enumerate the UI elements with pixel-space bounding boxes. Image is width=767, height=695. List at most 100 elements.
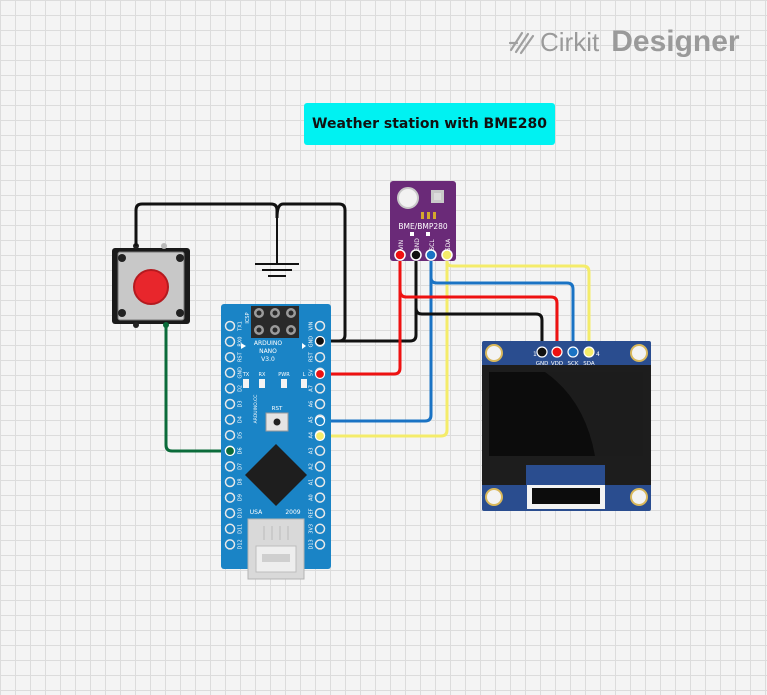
- nano-pin-rx0[interactable]: [224, 336, 236, 347]
- wire-sensor-oled-gnd[interactable]: [414, 307, 544, 352]
- diagram-title: Weather station with BME280: [304, 103, 555, 145]
- nano-pin-vin[interactable]: [314, 320, 326, 332]
- nano-pin-5v-contact[interactable]: [314, 368, 326, 380]
- nano-pin-label-d10: D10: [238, 508, 244, 518]
- oled-pin-last: 4: [596, 351, 600, 358]
- nano-pin-label-rx0: RX0: [238, 337, 244, 347]
- sensor-name: BME/BMP280: [398, 222, 448, 231]
- nano-pin-label-rst: RST: [238, 351, 244, 362]
- nano-led-pwr: PWR: [278, 372, 290, 378]
- nano-pin-rst[interactable]: [314, 351, 326, 363]
- nano-pin-label-tx1: TX1: [238, 321, 244, 332]
- nano-pin-label-d9: D9: [238, 494, 244, 501]
- nano-pin-label-d5: D5: [238, 432, 244, 439]
- wire-nano-a4-sensor[interactable]: [320, 255, 449, 438]
- wire-sensor-oled-vdd[interactable]: [398, 289, 559, 352]
- nano-pin-d7[interactable]: [224, 461, 236, 472]
- nano-name-line1: ARDUINO: [254, 340, 283, 347]
- nano-pin-d9[interactable]: [224, 492, 236, 503]
- brand-bold: Designer: [611, 25, 740, 58]
- nano-pin-a4-contact[interactable]: [314, 430, 326, 442]
- nano-pin-d8[interactable]: [224, 476, 236, 488]
- wire-nano-gnd-sensor[interactable]: [320, 255, 418, 343]
- push-button[interactable]: [112, 243, 190, 328]
- nano-pin-label-a3: A3: [309, 447, 315, 454]
- nano-pin-ref[interactable]: [314, 507, 326, 519]
- nano-pin-label-a4: A4: [309, 432, 315, 439]
- oled-pin-gnd[interactable]: [536, 346, 548, 358]
- wire-nano-a5-sensor[interactable]: [320, 255, 433, 423]
- sensor-pin-scl-label: SCL: [429, 239, 436, 251]
- nano-pin-a2[interactable]: [314, 461, 326, 472]
- nano-pin-label-a7: A7: [309, 385, 315, 392]
- nano-pin-label-a6: A6: [309, 401, 315, 408]
- oled-pin-sck[interactable]: [567, 346, 579, 358]
- nano-pin-a5-contact[interactable]: [314, 415, 326, 427]
- oled-pin-sda[interactable]: [583, 346, 595, 358]
- nano-pin-a7[interactable]: [314, 383, 326, 394]
- nano-pin-d13[interactable]: [314, 539, 326, 550]
- nano-pin-d6-contact[interactable]: [224, 445, 236, 457]
- nano-pin-gnd-contact[interactable]: [314, 335, 326, 347]
- nano-pin-label-d7: D7: [238, 463, 244, 470]
- nano-pin-tx1[interactable]: [224, 320, 236, 332]
- nano-origin: USA: [250, 509, 263, 516]
- nano-name-line2: NANO: [259, 348, 277, 355]
- cirkit-logo-icon: [508, 31, 535, 55]
- nano-pin-d11[interactable]: [224, 523, 236, 535]
- nano-pin-label-d6: D6: [238, 447, 244, 454]
- nano-pin-d4[interactable]: [224, 414, 236, 425]
- nano-pin-label-gnd: GND: [238, 367, 244, 379]
- nano-pin-label-d8: D8: [238, 478, 244, 485]
- wire-sensor-oled-sck[interactable]: [429, 277, 575, 352]
- nano-led-rx: RX: [259, 372, 266, 378]
- wire-button-d6[interactable]: [164, 325, 230, 453]
- cirkit-designer-logo: Cirkit Designer: [508, 24, 740, 60]
- nano-pin-label-d2: D2: [238, 385, 244, 392]
- nano-pin-label-d11: D11: [238, 524, 244, 534]
- nano-pin-label-3v3: 3V3: [309, 524, 315, 534]
- nano-pin-d12[interactable]: [224, 539, 236, 550]
- nano-side-text: ARDUINO.CC: [253, 395, 259, 424]
- nano-pin-a1[interactable]: [314, 476, 326, 488]
- nano-pin-3v3[interactable]: [314, 523, 326, 535]
- nano-pin-label-a1: A1: [309, 479, 315, 486]
- nano-led-l: L: [303, 372, 306, 378]
- diagram-title-text: Weather station with BME280: [312, 116, 547, 132]
- sensor-pin-scl[interactable]: [425, 249, 437, 261]
- nano-reset-label: RST: [272, 406, 283, 412]
- arduino-nano[interactable]: ICSP ARDUINO NANO V3.0 TX RX PWR L RST A…: [221, 304, 331, 580]
- ground-symbol-icon: [255, 218, 299, 277]
- nano-pin-d2[interactable]: [224, 383, 236, 394]
- nano-pin-d10[interactable]: [224, 507, 236, 519]
- nano-pin-gnd[interactable]: [224, 367, 236, 379]
- bme280-sensor[interactable]: BME/BMP280 VIN GND SCL SDA: [390, 181, 456, 261]
- nano-pin-rst[interactable]: [224, 351, 236, 363]
- nano-pin-a0[interactable]: [314, 492, 326, 503]
- sensor-pin-vin[interactable]: [394, 249, 406, 261]
- nano-name-line3: V3.0: [261, 356, 275, 363]
- sensor-pin-gnd[interactable]: [410, 249, 422, 261]
- sensor-pin-sda[interactable]: [441, 249, 453, 261]
- wire-sensor-oled-sda[interactable]: [445, 261, 591, 352]
- oled-pin-sda-label: SDA: [583, 361, 595, 367]
- sensor-pin-sda-label: SDA: [445, 238, 452, 251]
- nano-pin-label-rst: RST: [309, 351, 315, 362]
- sensor-pin-vin-label: VIN: [398, 240, 405, 250]
- oled-pin-first: 1: [533, 351, 537, 358]
- nano-pin-a3[interactable]: [314, 445, 326, 457]
- nano-pin-a6[interactable]: [314, 398, 326, 410]
- nano-led-tx: TX: [242, 372, 250, 378]
- wire-button-gnd[interactable]: [134, 202, 347, 343]
- oled-pin-sck-label: SCK: [568, 361, 579, 367]
- nano-pin-d5[interactable]: [224, 429, 236, 441]
- wire-nano-5v-sensor[interactable]: [320, 255, 402, 376]
- nano-pin-label-d3: D3: [238, 400, 244, 407]
- nano-pin-label-5v: 5V: [309, 369, 315, 376]
- oled-pin-vdd[interactable]: [551, 346, 563, 358]
- oled-display[interactable]: 1 4 GND VDD SCK SDA: [482, 341, 651, 511]
- nano-pin-d3[interactable]: [224, 398, 236, 410]
